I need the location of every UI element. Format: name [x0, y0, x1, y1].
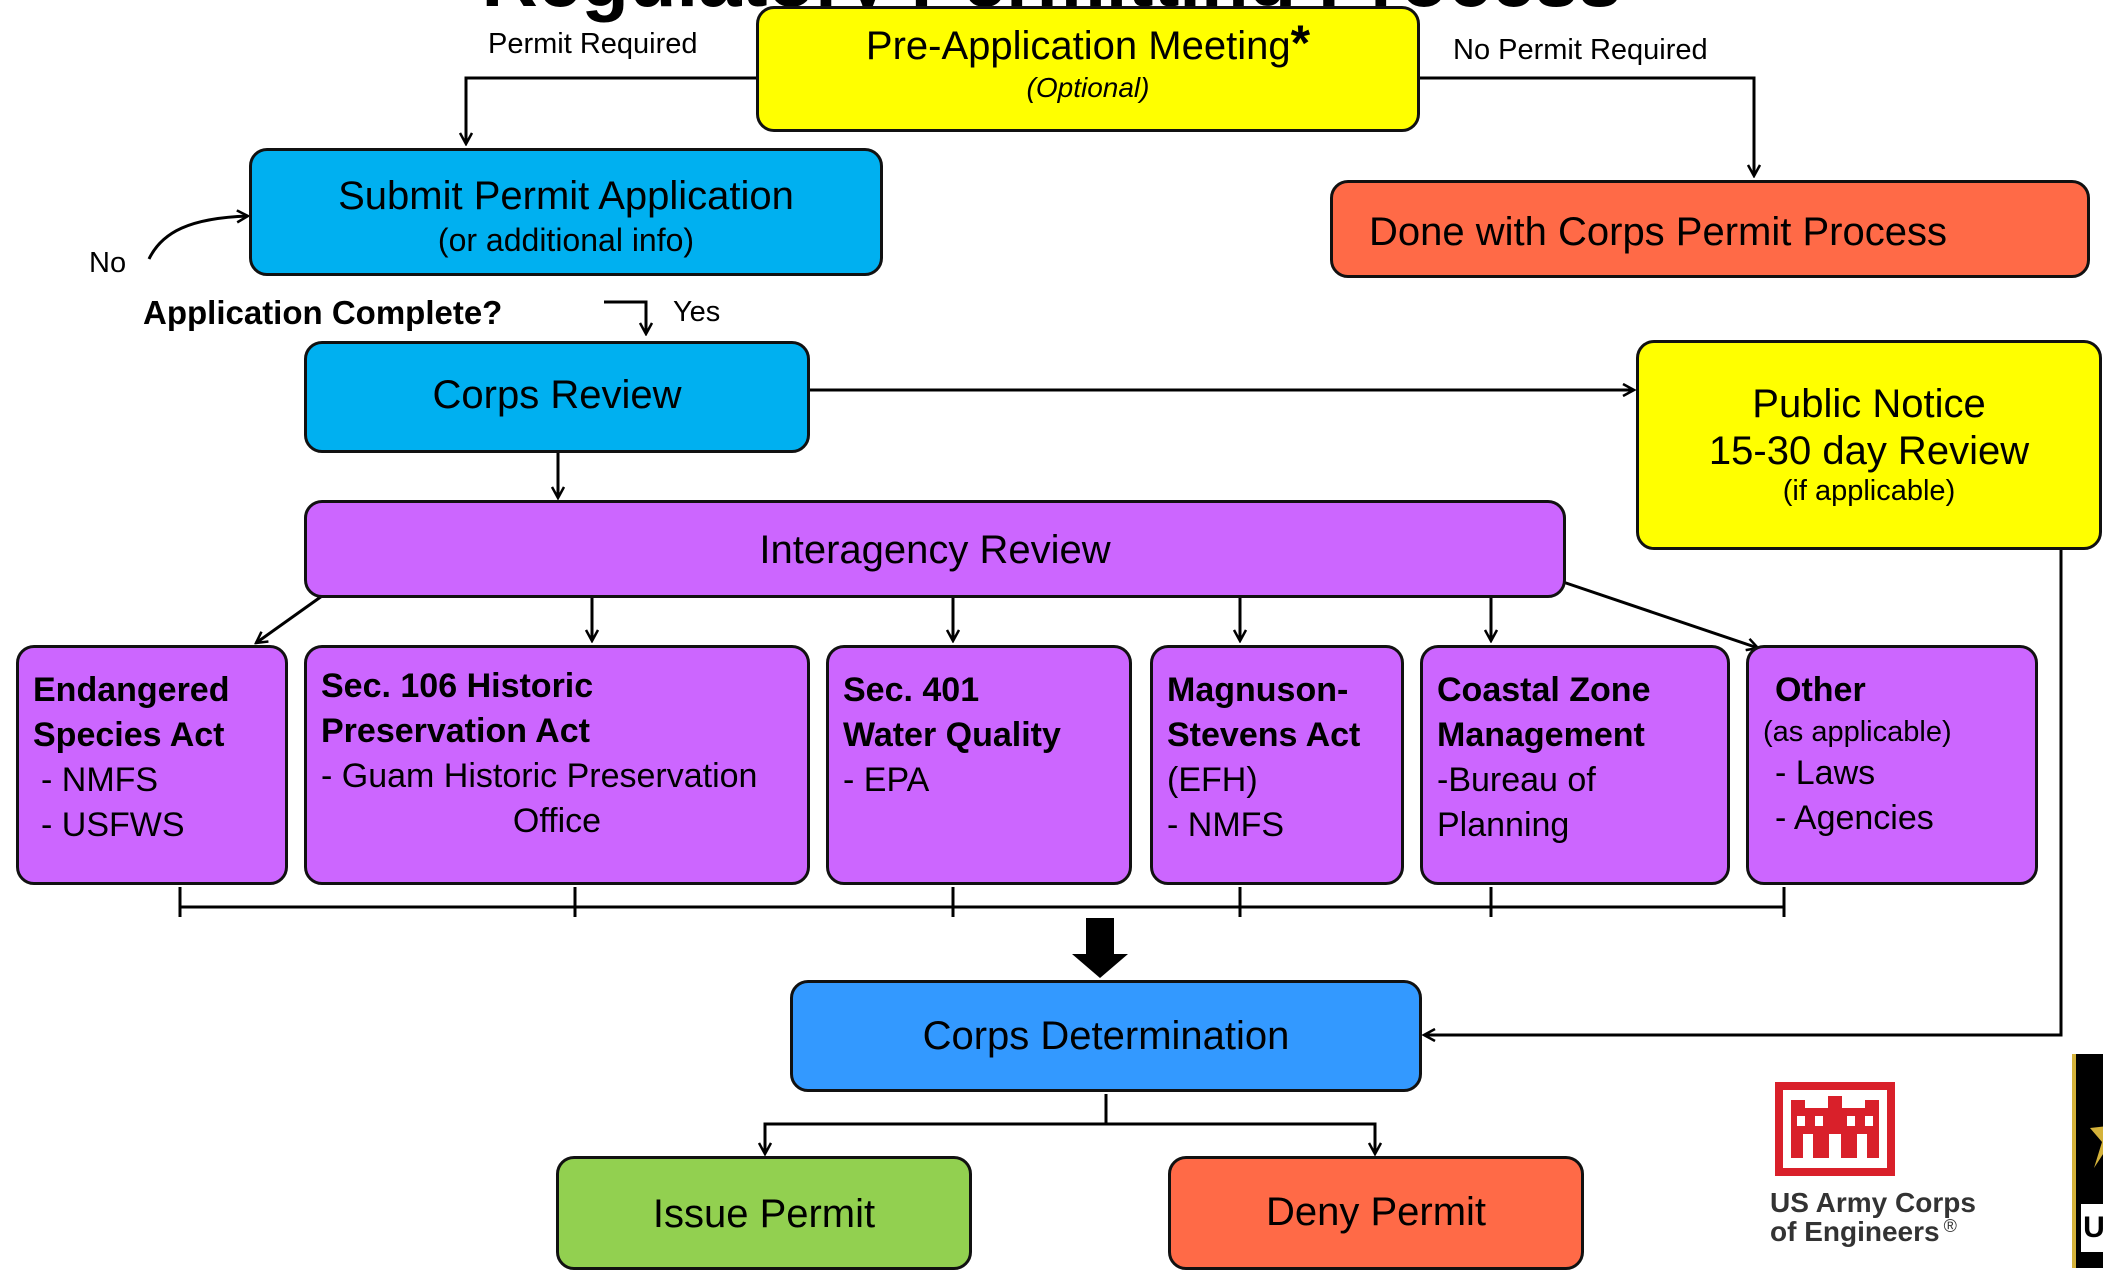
deny-permit-label: Deny Permit: [1265, 1190, 1487, 1234]
interagency-label: Interagency Review: [759, 528, 1111, 572]
arrow-permit-required: [466, 76, 756, 144]
usace-logo-line2: of Engineers: [1770, 1216, 1940, 1248]
review-title-1: Other: [1775, 671, 1866, 709]
done-with-corps-process-box: Done with Corps Permit Process: [1330, 180, 2090, 278]
review-title-2: Stevens Act: [1167, 715, 1361, 754]
review-item: - Laws: [1775, 754, 1876, 793]
public-notice-line2: 15-30 day Review: [1708, 429, 2030, 474]
permit-required-label: Permit Required: [488, 28, 698, 60]
arrow-no-loop: [147, 216, 248, 260]
issue-permit-box: Issue Permit: [556, 1156, 972, 1270]
arrow-to-deny: [1106, 1122, 1375, 1154]
yes-label: Yes: [673, 296, 721, 328]
submit-sublabel: (or additional info): [437, 222, 695, 259]
public-notice-line3: (if applicable): [1782, 475, 1956, 508]
usace-logo-text: US Army Corps of Engineers®: [1770, 1188, 1976, 1247]
review-title-2: Species Act: [33, 715, 225, 754]
arrow-to-issue: [765, 1094, 1108, 1154]
corps-determination-label: Corps Determination: [922, 1014, 1290, 1058]
review-item: Office: [512, 801, 602, 840]
review-title-1: Sec. 106 Historic: [321, 667, 594, 705]
army-star-logo: U: [2072, 1054, 2103, 1268]
review-title-2: Management: [1437, 715, 1645, 754]
army-logo-letter: U: [2081, 1204, 2103, 1252]
public-notice-box: Public Notice 15-30 day Review (if appli…: [1636, 340, 2102, 550]
review-title-1: Coastal Zone: [1437, 671, 1651, 709]
review-box-sec-106: Sec. 106 Historic Preservation Act - Gua…: [304, 645, 810, 885]
review-box-magnuson-stevens: Magnuson- Stevens Act (EFH) - NMFS: [1150, 645, 1404, 885]
arrow-yes: [604, 300, 646, 334]
review-box-coastal-zone: Coastal Zone Management -Bureau of Plann…: [1420, 645, 1730, 885]
review-box-sec-401: Sec. 401 Water Quality - EPA: [826, 645, 1132, 885]
corps-review-box: Corps Review: [304, 341, 810, 453]
arrow-to-esa: [256, 594, 323, 643]
review-item: (EFH): [1167, 760, 1258, 799]
review-item: - EPA: [843, 760, 930, 799]
review-bracket: [178, 887, 1786, 917]
no-permit-required-label: No Permit Required: [1453, 34, 1708, 66]
review-box-other: Other (as applicable) - Laws - Agencies: [1746, 645, 2038, 885]
application-complete-label: Application Complete?: [143, 294, 503, 331]
submit-permit-application-box: Submit Permit Application (or additional…: [249, 148, 883, 276]
thick-down-arrow: [1072, 918, 1128, 978]
no-label: No: [89, 247, 127, 279]
review-item: - NMFS: [41, 760, 159, 799]
arrow-to-other: [1562, 580, 1758, 648]
submit-label: Submit Permit Application: [338, 174, 794, 218]
review-item: -Bureau of: [1437, 760, 1596, 799]
review-item: - Guam Historic Preservation: [321, 756, 758, 795]
public-notice-line1: Public Notice: [1752, 382, 1986, 426]
asterisk-mark: *: [1290, 15, 1311, 71]
usace-castle-logo: [1775, 1082, 1895, 1176]
review-item: - Agencies: [1775, 799, 1934, 838]
review-item: (as applicable): [1763, 715, 1952, 748]
arrow-public-notice-to-determination: [1424, 550, 2063, 1035]
deny-permit-box: Deny Permit: [1168, 1156, 1584, 1270]
review-title-2: Preservation Act: [321, 711, 590, 750]
interagency-review-box: Interagency Review: [304, 500, 1566, 598]
done-label: Done with Corps Permit Process: [1369, 210, 1947, 254]
corps-review-label: Corps Review: [432, 373, 682, 417]
issue-permit-label: Issue Permit: [652, 1192, 876, 1236]
review-title-1: Endangered: [33, 671, 230, 709]
arrow-no-permit-required: [1420, 76, 1754, 176]
registered-mark: ®: [1943, 1216, 1957, 1237]
pre-application-label: Pre-Application Meeting: [865, 24, 1291, 68]
review-title-1: Magnuson-: [1167, 671, 1349, 709]
review-item: - USFWS: [41, 805, 185, 844]
pre-application-meeting-box: Pre-Application Meeting* (Optional): [756, 6, 1420, 132]
review-box-endangered-species: Endangered Species Act - NMFS - USFWS: [16, 645, 288, 885]
review-title-2: Water Quality: [843, 715, 1061, 754]
corps-determination-box: Corps Determination: [790, 980, 1422, 1092]
usace-logo-line1: US Army Corps: [1770, 1187, 1976, 1218]
review-item: Planning: [1437, 805, 1570, 844]
review-title-1: Sec. 401: [843, 671, 980, 709]
optional-note: (Optional): [1026, 72, 1150, 104]
review-item: - NMFS: [1167, 805, 1285, 844]
